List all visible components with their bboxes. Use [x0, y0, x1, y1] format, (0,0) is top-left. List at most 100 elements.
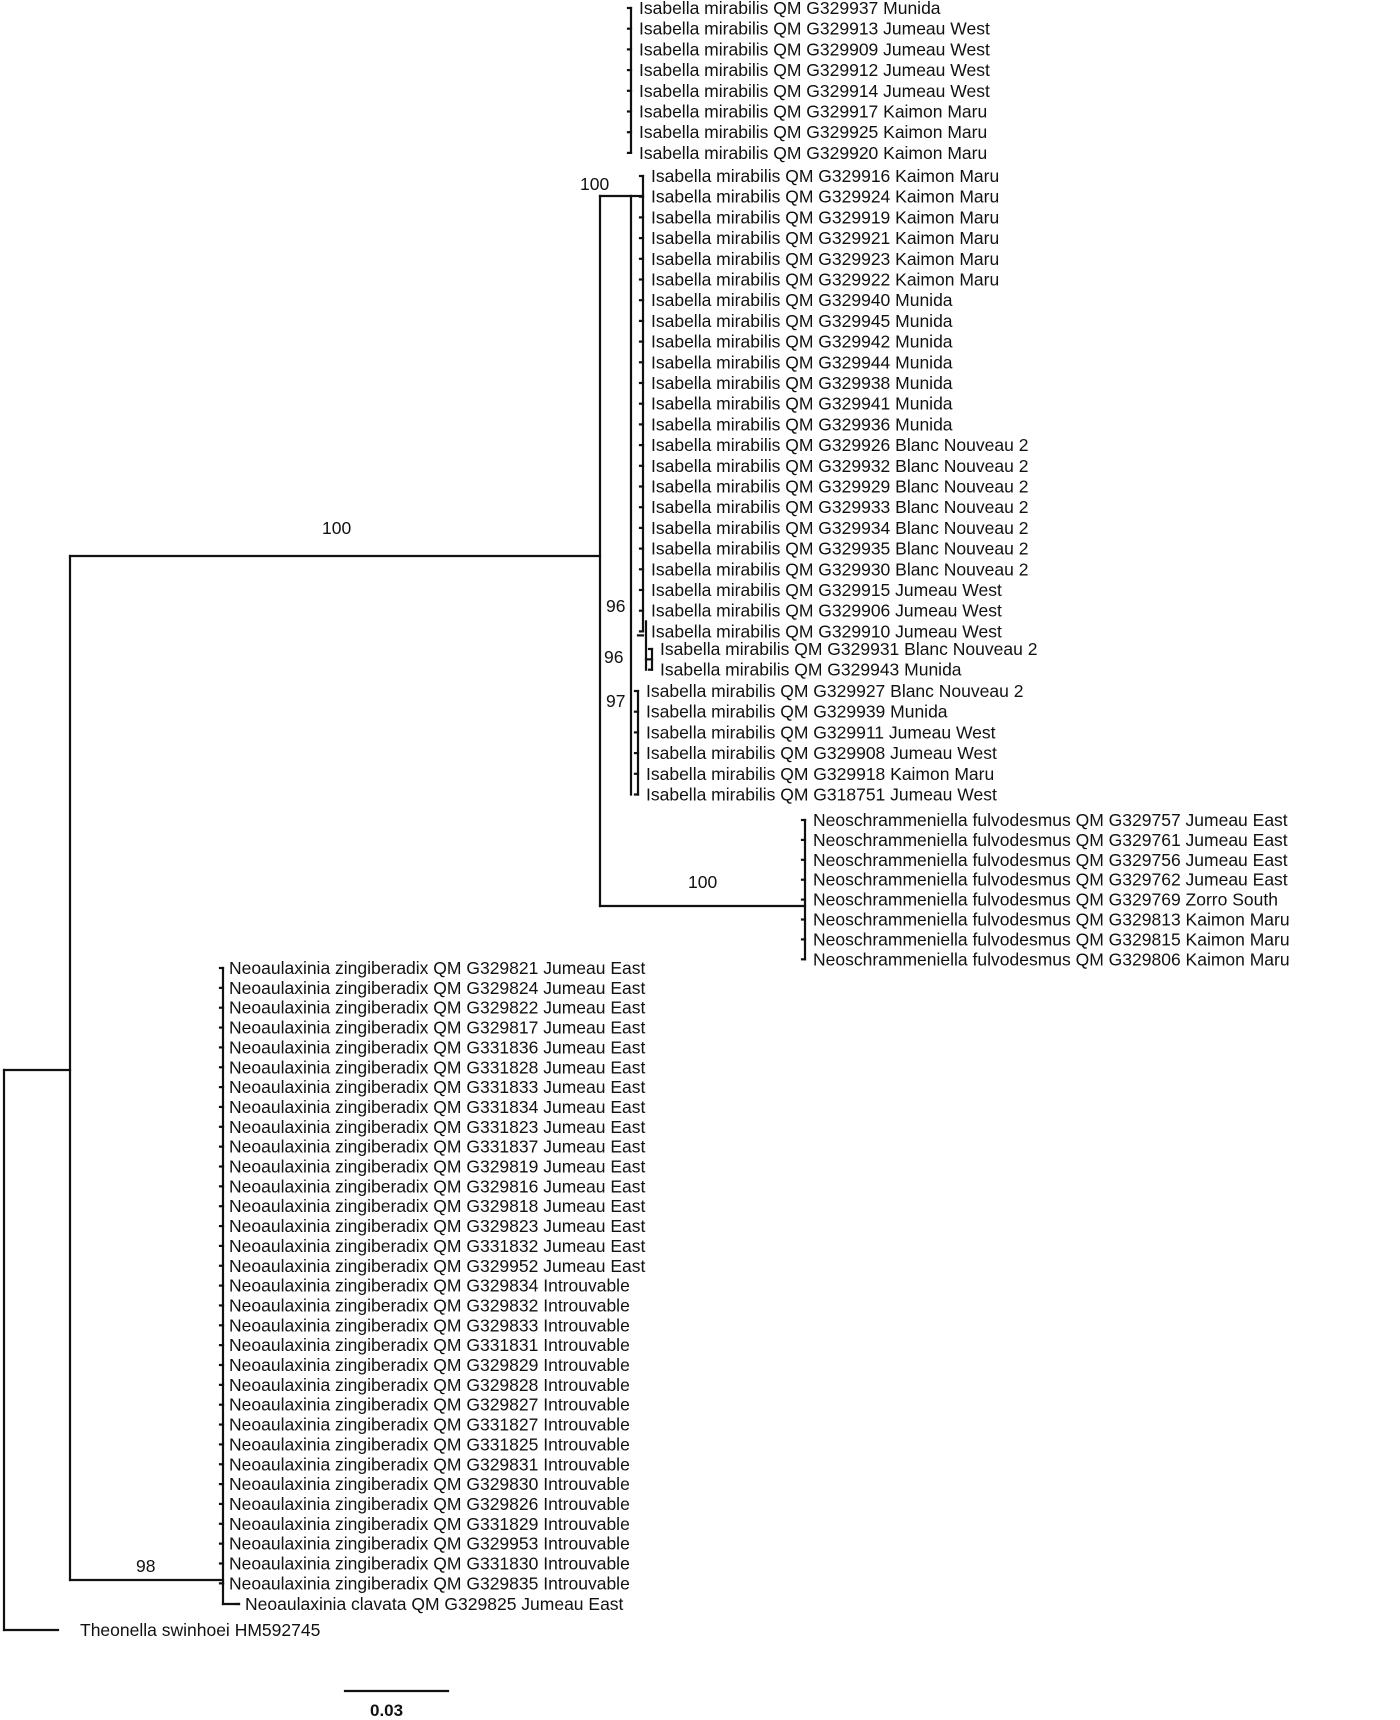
tip-voucher: QM G331828: [428, 1057, 538, 1077]
tip-voucher: QM G329942: [780, 332, 890, 352]
tip-locality: Kaimon Maru: [890, 228, 999, 248]
tip-locality: Kaimon Maru: [1181, 929, 1290, 949]
tip-species: Isabella mirabilis: [646, 764, 776, 784]
tip-locality: Munida: [890, 311, 953, 331]
tip-species: Isabella mirabilis: [651, 518, 781, 538]
tip-species: Neoaulaxinia zingiberadix: [229, 1573, 429, 1593]
tip-voucher: QM G329833: [428, 1315, 538, 1335]
tip-locality: Jumeau East: [538, 1236, 645, 1256]
tip-voucher: QM G331834: [428, 1097, 538, 1117]
tip-locality: Jumeau East: [538, 1037, 645, 1057]
tip-voucher: QM G329936: [780, 414, 890, 434]
tip-locality: Munida: [885, 702, 948, 722]
tip-voucher: QM G329815: [1071, 929, 1181, 949]
tip-species: Neoaulaxinia zingiberadix: [229, 1415, 429, 1435]
tip-species: Neoschrammeniella fulvodesmus: [813, 949, 1071, 969]
tip-label: Isabella mirabilis QM G329926 Blanc Nouv…: [651, 435, 1028, 455]
tip-voucher: QM G329935: [780, 539, 890, 559]
tip-voucher: QM G329923: [780, 249, 890, 269]
tip-label: Isabella mirabilis QM G329917 Kaimon Mar…: [639, 102, 987, 122]
tip-voucher: QM G329909: [768, 39, 878, 59]
tip-label: Isabella mirabilis QM G329925 Kaimon Mar…: [639, 122, 987, 142]
tip-locality: Blanc Nouveau 2: [890, 497, 1028, 517]
tip-voucher: QM G329817: [428, 1018, 538, 1038]
support-isabella-sub-c: 97: [606, 691, 625, 711]
tip-species: Neoaulaxinia zingiberadix: [229, 1256, 429, 1276]
tip-species: Isabella mirabilis: [651, 332, 781, 352]
tip-voucher: QM G331831: [428, 1335, 538, 1355]
tip-locality: Munida: [890, 332, 953, 352]
tip-voucher: QM G329762: [1071, 870, 1181, 890]
tip-label: Isabella mirabilis QM G329929 Blanc Nouv…: [651, 477, 1028, 497]
tip-voucher: QM G331837: [428, 1137, 538, 1157]
tip-species: Neoaulaxinia zingiberadix: [229, 1514, 429, 1534]
tip-voucher: QM G329919: [780, 207, 890, 227]
tip-species: Isabella mirabilis: [651, 539, 781, 559]
tip-label: Isabella mirabilis QM G329914 Jumeau Wes…: [639, 81, 990, 101]
tip-label: Isabella mirabilis QM G329941 Munida: [651, 394, 953, 414]
tip-species: Isabella mirabilis: [646, 722, 776, 742]
tip-species: Isabella mirabilis: [651, 601, 781, 621]
tip-label: Isabella mirabilis QM G329944 Munida: [651, 352, 953, 372]
tip-label: Isabella mirabilis QM G329939 Munida: [646, 702, 948, 722]
tip-label: Neoaulaxinia zingiberadix QM G329826 Int…: [229, 1494, 630, 1514]
tip-locality: Kaimon Maru: [890, 270, 999, 290]
tip-locality: Blanc Nouveau 2: [890, 435, 1028, 455]
tip-label: Isabella mirabilis QM G329912 Jumeau Wes…: [639, 60, 990, 80]
tip-species: Isabella mirabilis: [660, 639, 790, 659]
tip-voucher: QM G329924: [780, 187, 890, 207]
tip-locality: Munida: [890, 352, 953, 372]
tip-label: Neoschrammeniella fulvodesmus QM G329815…: [813, 929, 1290, 949]
tip-locality: Kaimon Maru: [878, 122, 987, 142]
tip-label: Theonella swinhoei HM592745: [80, 1620, 320, 1640]
tip-locality: Introuvable: [538, 1335, 629, 1355]
tip-species: Isabella mirabilis: [639, 122, 769, 142]
tip-locality: Introuvable: [538, 1434, 629, 1454]
tip-locality: Blanc Nouveau 2: [890, 539, 1028, 559]
tip-label: Isabella mirabilis QM G329911 Jumeau Wes…: [646, 722, 996, 742]
tip-species: Isabella mirabilis: [651, 621, 781, 641]
tip-label: Neoaulaxinia zingiberadix QM G331832 Jum…: [229, 1236, 645, 1256]
tip-locality: Blanc Nouveau 2: [890, 456, 1028, 476]
tip-species: Neoaulaxinia zingiberadix: [229, 1077, 429, 1097]
tip-label: Isabella mirabilis QM G329918 Kaimon Mar…: [646, 764, 994, 784]
tip-species: Isabella mirabilis: [651, 352, 781, 372]
tip-locality: Jumeau East: [538, 1176, 645, 1196]
tip-locality: Jumeau East: [538, 1117, 645, 1137]
tip-species: Neoschrammeniella fulvodesmus: [813, 870, 1071, 890]
tip-voucher: QM G329931: [789, 639, 899, 659]
tip-species: Isabella mirabilis: [651, 435, 781, 455]
tip-label: Isabella mirabilis QM G329916 Kaimon Mar…: [651, 166, 999, 186]
tip-locality: Jumeau West: [885, 743, 997, 763]
tip-voucher: QM G329822: [428, 998, 538, 1018]
support-neoschrammeniella: 100: [688, 872, 717, 892]
tip-species: Isabella mirabilis: [651, 187, 781, 207]
tip-voucher: HM592745: [230, 1620, 320, 1640]
tip-species: Isabella mirabilis: [639, 102, 769, 122]
tip-locality: Introuvable: [538, 1355, 629, 1375]
tip-voucher: QM G329933: [780, 497, 890, 517]
tip-label: Neoschrammeniella fulvodesmus QM G329762…: [813, 870, 1288, 890]
tip-species: Neoaulaxinia zingiberadix: [229, 1295, 429, 1315]
tip-label: Isabella mirabilis QM G329927 Blanc Nouv…: [646, 681, 1023, 701]
tip-label: Neoaulaxinia zingiberadix QM G329830 Int…: [229, 1474, 630, 1494]
tip-species: Neoaulaxinia zingiberadix: [229, 958, 429, 978]
tip-locality: Kaimon Maru: [885, 764, 994, 784]
tip-species: Isabella mirabilis: [651, 311, 781, 331]
tip-locality: Munida: [890, 414, 953, 434]
tip-locality: Jumeau East: [1181, 870, 1288, 890]
tip-species: Neoschrammeniella fulvodesmus: [813, 910, 1071, 930]
tip-locality: Kaimon Maru: [878, 102, 987, 122]
tip-label: Isabella mirabilis QM G329909 Jumeau Wes…: [639, 39, 990, 59]
tip-species: Neoaulaxinia zingiberadix: [229, 1137, 429, 1157]
tip-locality: Kaimon Maru: [890, 166, 999, 186]
tip-label: Neoaulaxinia zingiberadix QM G329828 Int…: [229, 1375, 630, 1395]
tip-label: Neoaulaxinia zingiberadix QM G329833 Int…: [229, 1315, 630, 1335]
tip-species: Isabella mirabilis: [639, 60, 769, 80]
tip-species: Neoaulaxinia zingiberadix: [229, 1554, 429, 1574]
tip-locality: Blanc Nouveau 2: [890, 518, 1028, 538]
tip-species: Isabella mirabilis: [651, 414, 781, 434]
tip-label: Neoaulaxinia zingiberadix QM G331825 Int…: [229, 1434, 630, 1454]
tip-species: Isabella mirabilis: [660, 660, 790, 680]
